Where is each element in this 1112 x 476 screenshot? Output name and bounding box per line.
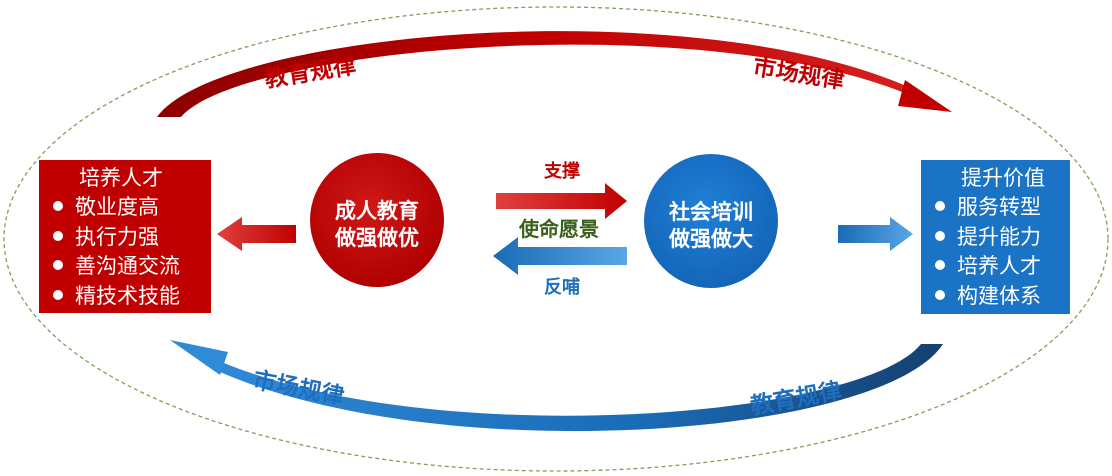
left-box-item: 善沟通交流 <box>53 252 211 282</box>
left-box-item: 精技术技能 <box>53 282 211 312</box>
bottom-right-arc-label: 教育规律 <box>748 377 843 420</box>
bottom-cycle-arc <box>205 344 943 432</box>
support-arrow <box>496 183 627 219</box>
right-output-arrow <box>838 217 913 251</box>
social-training-line2: 做强做大 <box>668 227 753 251</box>
bullet-icon <box>935 201 945 211</box>
feedback-label: 反哺 <box>544 276 580 298</box>
social-training-circle <box>644 154 778 288</box>
right-box-title: 提升价值 <box>961 166 1045 190</box>
left-box-item: 敬业度高 <box>53 193 211 223</box>
bottom-left-arc-label: 市场规律 <box>251 366 346 410</box>
left-output-arrow <box>217 217 296 251</box>
right-box-list: 服务转型 提升能力 培养人才 构建体系 <box>935 193 1070 311</box>
top-cycle-arc <box>157 31 915 117</box>
right-box-item: 培养人才 <box>935 252 1070 282</box>
bullet-icon <box>935 230 945 241</box>
feedback-arrow <box>493 237 627 275</box>
bullet-icon <box>53 230 63 241</box>
mission-vision-label: 使命愿景 <box>518 217 599 241</box>
outer-cycle-ellipse <box>3 6 1109 472</box>
left-box-item: 执行力强 <box>53 223 211 253</box>
adult-education-line1: 成人教育 <box>335 199 419 223</box>
right-box-item: 服务转型 <box>935 193 1070 223</box>
social-training-line1: 社会培训 <box>668 200 753 224</box>
bullet-icon <box>53 289 63 300</box>
bullet-icon <box>53 201 63 211</box>
top-arc-arrowhead <box>898 80 952 112</box>
support-label: 支撑 <box>543 160 580 182</box>
talent-cultivation-box: 培养人才 敬业度高 执行力强 善沟通交流 精技术技能 <box>39 160 211 313</box>
right-box-item: 提升能力 <box>935 223 1070 253</box>
value-improvement-box: 提升价值 服务转型 提升能力 培养人才 构建体系 <box>921 160 1070 314</box>
bullet-icon <box>935 289 945 300</box>
right-box-item: 构建体系 <box>935 282 1070 312</box>
adult-education-line2: 做强做优 <box>334 226 419 250</box>
bullet-icon <box>53 260 63 270</box>
bottom-arc-arrowhead <box>170 340 228 375</box>
bullet-icon <box>935 260 945 270</box>
left-box-list: 敬业度高 执行力强 善沟通交流 精技术技能 <box>53 193 211 311</box>
left-box-title: 培养人才 <box>79 166 163 190</box>
adult-education-circle <box>310 153 444 287</box>
